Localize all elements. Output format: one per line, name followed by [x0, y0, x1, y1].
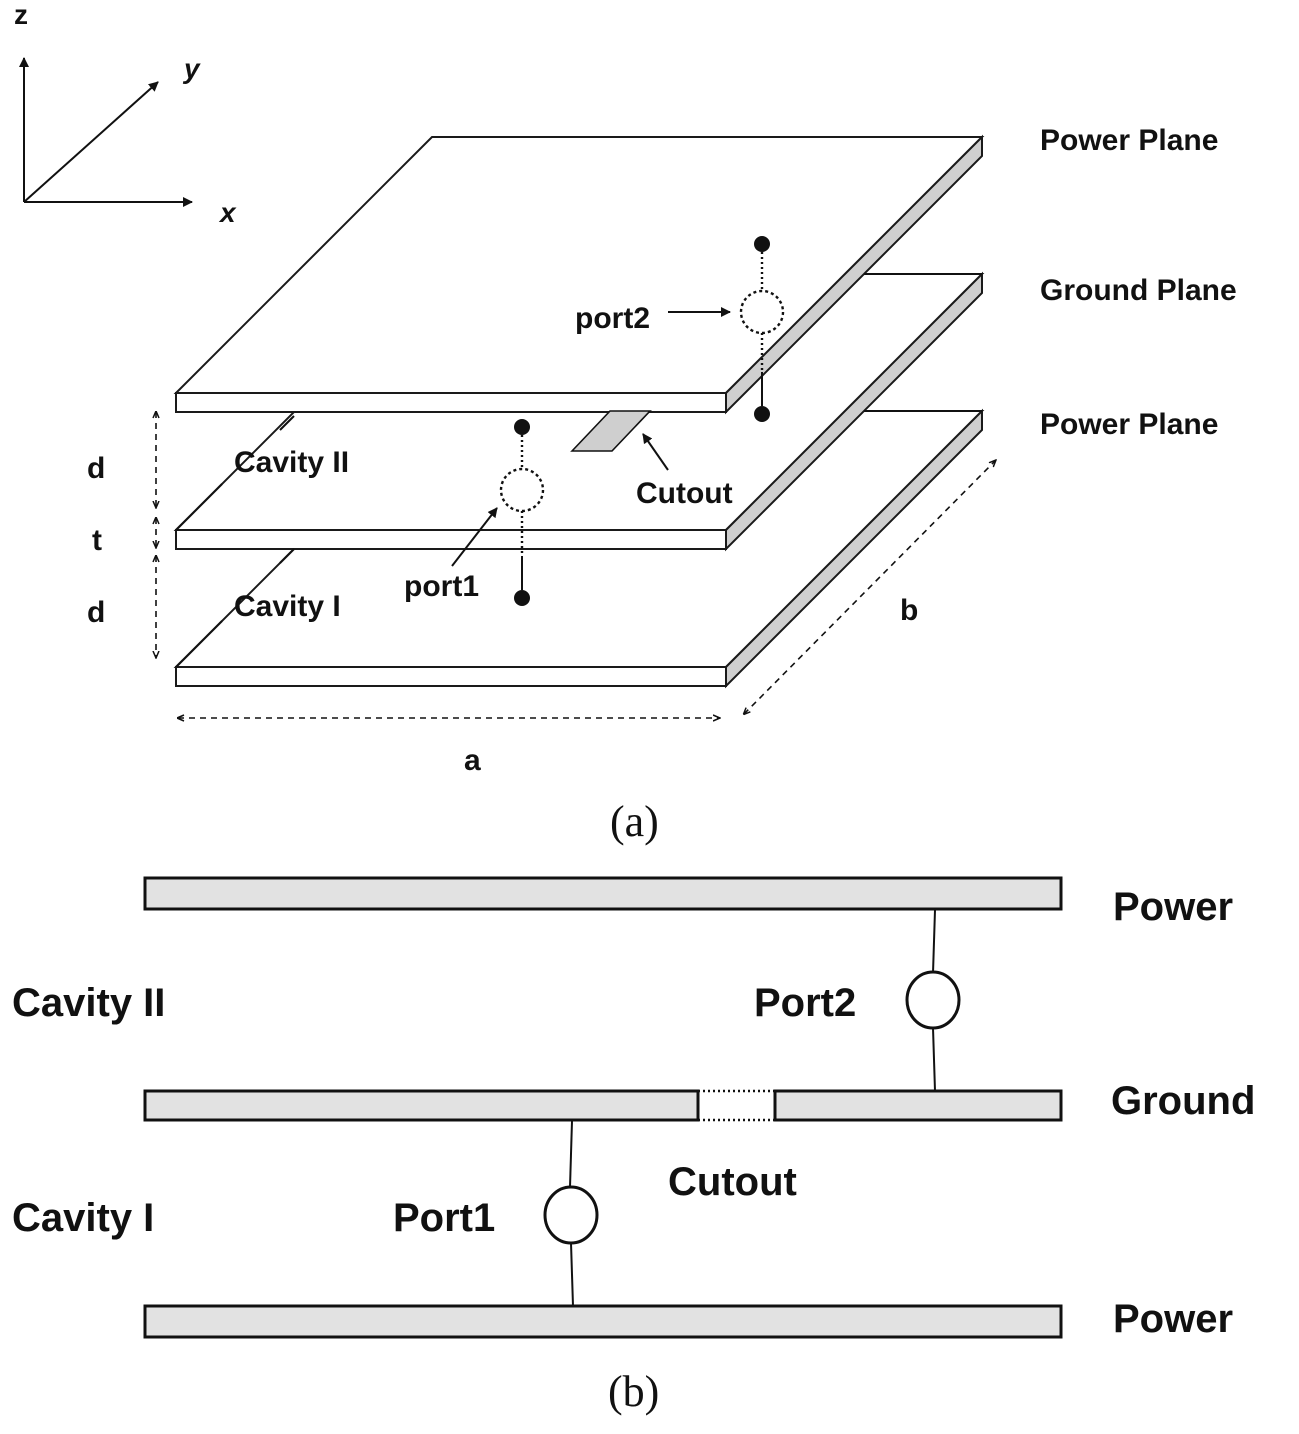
y-axis — [23, 81, 159, 203]
fig-b-cross-section: Power Ground Power Cavity II Cavity I Po… — [12, 876, 1255, 1341]
coordinate-axes: z y x — [14, 0, 237, 228]
dim-d-lower-label: d — [87, 596, 105, 629]
dimension-markers: d t d a b — [87, 412, 996, 777]
power-bar-bottom — [143, 1304, 1063, 1339]
port1-circle-icon — [543, 1185, 599, 1245]
ground-left-edge — [175, 483, 223, 531]
cutout-label-a: Cutout — [636, 477, 733, 510]
layer-label-bottom-power: Power Plane — [1040, 408, 1218, 441]
port2-label-b: Port2 — [754, 981, 856, 1025]
cavity-i-label-b: Cavity I — [12, 1196, 154, 1240]
power-bottom-label: Power — [1113, 1297, 1233, 1341]
port1-source-icon — [499, 467, 545, 513]
power-bar-top — [143, 876, 1063, 911]
dim-d-upper-label: d — [87, 452, 105, 485]
bottom-left-edge — [175, 620, 223, 668]
cutout-slot — [570, 410, 652, 452]
layer-label-top-power: Power Plane — [1040, 124, 1218, 157]
y-axis-label: y — [182, 53, 201, 84]
port2-3d: port2 — [575, 236, 785, 422]
dim-b-arrow — [744, 460, 996, 714]
z-axis-label: z — [14, 0, 28, 30]
dim-a-label: a — [464, 744, 481, 777]
port2-source-icon — [739, 289, 785, 335]
cavity-ii-label-a: Cavity II — [234, 446, 349, 479]
port1-3d: port1 — [404, 419, 545, 606]
ground-bar-left — [143, 1089, 700, 1122]
caption-b: (b) — [608, 1367, 659, 1416]
top-power-plane — [173, 134, 985, 415]
port1-top-terminal — [514, 419, 530, 435]
port1-label: port1 — [404, 570, 479, 603]
port2-bottom-terminal — [754, 406, 770, 422]
cutout-label-b: Cutout — [668, 1160, 797, 1204]
cutout-arrow — [642, 433, 669, 471]
layer-label-ground: Ground Plane — [1040, 274, 1237, 307]
ground-label: Ground — [1111, 1079, 1255, 1123]
caption-a: (a) — [610, 797, 659, 846]
port2-top-terminal — [754, 236, 770, 252]
power-top-label: Power — [1113, 885, 1233, 929]
port1-bottom-terminal — [514, 590, 530, 606]
dim-t-label: t — [92, 524, 102, 557]
cavity-i-label-a: Cavity I — [234, 590, 341, 623]
x-axis-label: x — [218, 197, 237, 228]
ground-bar-right — [773, 1089, 1063, 1122]
port2-label: port2 — [575, 302, 650, 335]
dim-b-label: b — [900, 594, 918, 627]
port2-circle-icon — [905, 970, 961, 1030]
cavity-ii-label-b: Cavity II — [12, 981, 165, 1025]
port1-arrow — [451, 507, 498, 567]
port1-label-b: Port1 — [393, 1196, 495, 1240]
